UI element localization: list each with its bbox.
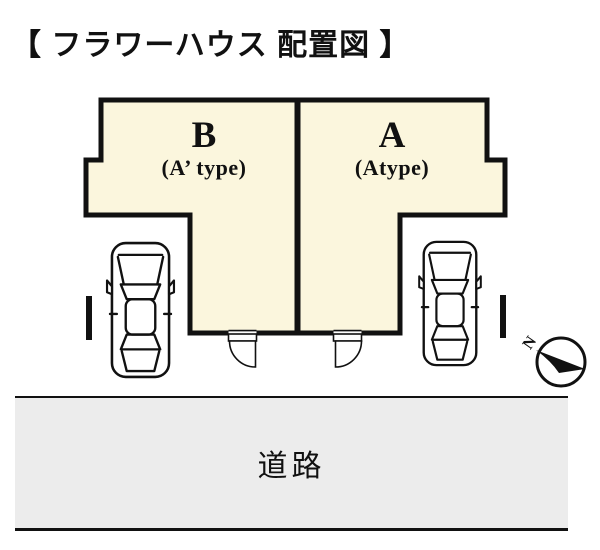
boundary-marker-right <box>500 295 506 338</box>
car-icon-right <box>417 240 483 367</box>
unit-a-type: (Atype) <box>354 155 430 180</box>
road-label: 道路 <box>257 450 326 483</box>
boundary-marker-left <box>86 296 92 340</box>
road-area: 道路 <box>15 396 568 531</box>
unit-a-name: A <box>378 115 406 156</box>
compass-north-label: N <box>520 333 541 353</box>
door-icon-right <box>332 329 363 368</box>
page-title: 【 フラワーハウス 配置図 】 <box>11 29 411 62</box>
compass-icon: N <box>520 333 587 388</box>
unit-b-type: (A’ type) <box>161 155 247 180</box>
unit-label-a: A (Atype) <box>312 115 472 180</box>
door-icon-left <box>227 329 258 368</box>
car-icon-left <box>105 241 176 379</box>
unit-b-name: B <box>191 115 217 156</box>
unit-label-b: B (A’ type) <box>124 115 284 180</box>
